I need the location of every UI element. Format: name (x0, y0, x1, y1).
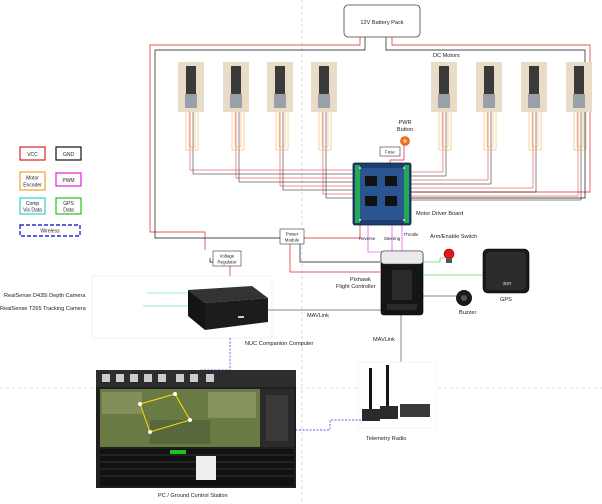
legend-gnd-label: GND (63, 152, 75, 158)
arm-switch-wire (423, 257, 444, 263)
motor-driver-board-label: Motor Driver Board (416, 211, 463, 217)
radio-mavlink-label: MAVLink (373, 337, 395, 343)
arm-switch-base (446, 258, 452, 263)
legend-encoder-label-2: Encoder (23, 183, 42, 189)
legend-vcc-label: VCC (27, 152, 38, 158)
fc-port-throttle: Throttle (404, 232, 419, 237)
power-module: Power Module (279, 228, 305, 245)
legend-pwm (55, 172, 82, 187)
fc-port-reverse: Reverse (359, 236, 376, 241)
gcs-label: PC / Ground Control Station (158, 493, 228, 499)
arm-switch-label: Arm/Enable Switch (430, 234, 477, 240)
legend-vision-label-2: Vis Data (23, 208, 42, 214)
dc-motor (431, 62, 457, 112)
fuse: Fuse (379, 146, 401, 157)
pwr-button-label-1: PWR (398, 120, 411, 126)
flight-controller: Reverse Steering Throttle (359, 232, 424, 316)
motor-wires (189, 110, 582, 201)
gps-module: 3DR (482, 248, 530, 294)
dc-motor (178, 62, 204, 112)
flight-controller-label-2: Flight Controller (336, 284, 376, 290)
legend-wireless-label: Wireless (40, 229, 60, 235)
nuc-computer (91, 275, 273, 339)
legend-gps-label-2: Data (63, 208, 74, 214)
dc-motor (521, 62, 547, 112)
dc-motor (476, 62, 502, 112)
fuse-label: Fuse (385, 150, 395, 155)
legend-encoder (19, 171, 46, 191)
dc-motor (566, 62, 592, 112)
pwr-button[interactable]: PWR Button (397, 120, 413, 146)
motor-driver-board (352, 162, 412, 226)
fc-port-steering: Steering (384, 236, 401, 241)
nuc-label: NUC Companion Computer (245, 341, 314, 347)
vision-data-wires (143, 292, 188, 307)
battery-label: 12V Battery Pack (360, 20, 403, 26)
ground-control-station (96, 370, 296, 488)
legend-gps-label-1: GPS (63, 201, 74, 207)
legend-gps (55, 197, 82, 215)
svg-text:3DR: 3DR (503, 281, 512, 286)
arm-switch-icon[interactable] (443, 248, 455, 260)
encoder-wires (185, 112, 587, 151)
legend: VCC GND Motor Encoder PWM Comp Vis Data … (19, 146, 82, 237)
nuc-mavlink-label: MAVLink (307, 313, 329, 319)
legend-gnd (55, 146, 82, 161)
legend-wireless (19, 224, 81, 237)
buzzer-label: Buzzer (459, 310, 477, 316)
dc-motor (311, 62, 337, 112)
dc-motors (178, 62, 592, 112)
telemetry-radio (357, 361, 437, 429)
dc-motor (267, 62, 293, 112)
tracking-camera-label: RealSense T265 Tracking Camera (0, 306, 87, 312)
gps-label: GPS (500, 297, 512, 303)
arm-enable-switch[interactable]: Arm/Enable Switch (430, 234, 477, 263)
dc-motors-label: DC Motors (433, 53, 460, 59)
power-module-label-1: Power (286, 232, 299, 237)
telemetry-radio-label: Telemetry Radio (366, 436, 406, 442)
battery-pack: 12V Battery Pack (343, 4, 421, 38)
voltage-regulator: Voltage Regulator (212, 250, 242, 267)
voltage-regulator-label-2: Regulator (217, 260, 237, 265)
pwm-wires (367, 225, 403, 253)
legend-vision-label-1: Comp (26, 201, 40, 207)
flight-controller-label-1: Pixhawk (350, 277, 371, 283)
legend-encoder-label-1: Motor (26, 176, 39, 182)
depth-camera-label: RealSense D435i Depth Camera (4, 293, 86, 299)
power-button-center (403, 139, 407, 143)
voltage-regulator-label-1: Voltage (220, 254, 235, 259)
dc-motor (223, 62, 249, 112)
buzzer (456, 290, 472, 306)
legend-pwm-label: PWM (62, 178, 74, 184)
legend-vision (19, 197, 46, 215)
legend-vcc (19, 146, 46, 161)
power-module-label-2: Module (285, 238, 300, 243)
pwr-button-label-2: Button (397, 127, 413, 133)
